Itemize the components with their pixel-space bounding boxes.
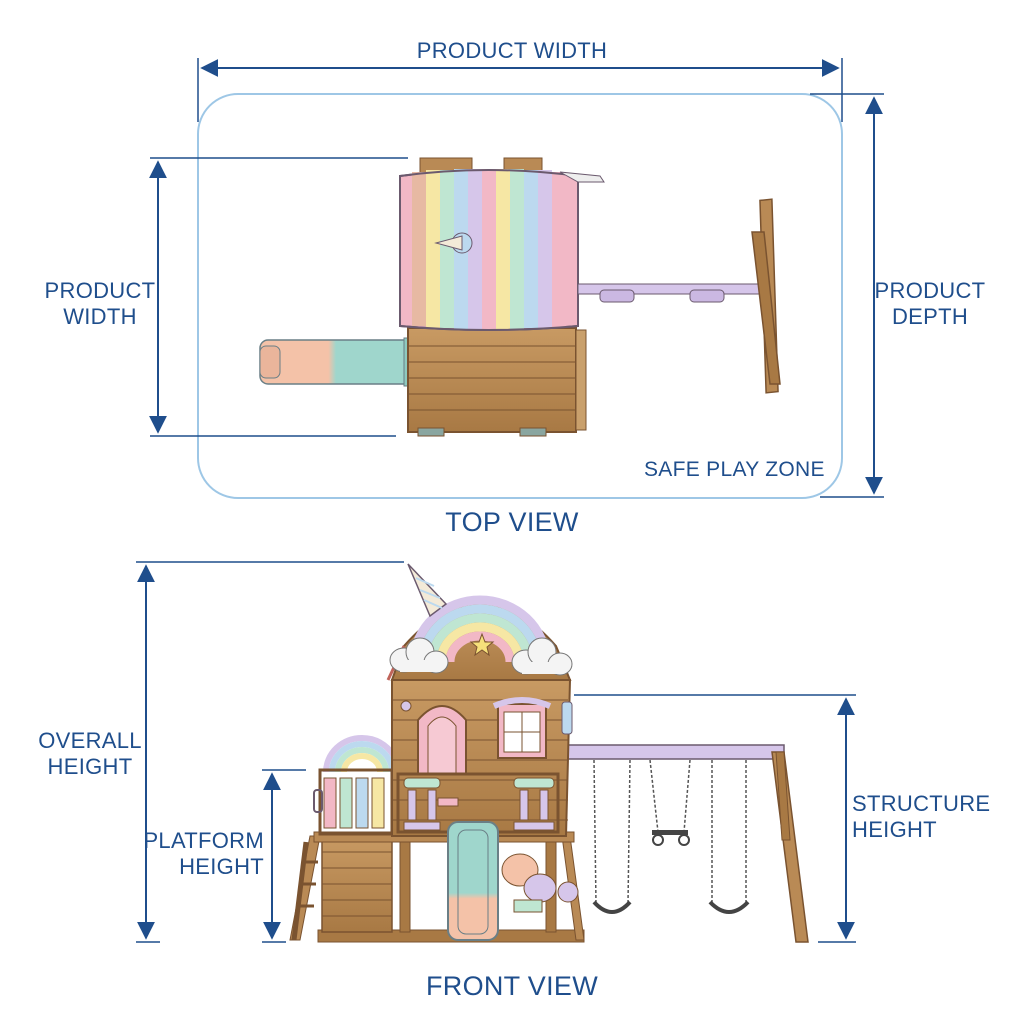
depth-dimension <box>810 93 884 498</box>
top-width-dimension <box>197 58 843 122</box>
depth-label: PRODUCT DEPTH <box>872 278 988 330</box>
top-view-title: TOP VIEW <box>445 507 579 537</box>
belt-swing-right <box>708 760 750 914</box>
cloud-icon <box>501 853 579 913</box>
swing-frame <box>565 744 809 943</box>
overall-height-dimension <box>136 561 404 943</box>
overall-height-label-line2: HEIGHT <box>47 754 133 779</box>
safe-play-zone-outline <box>197 93 843 499</box>
top-deck <box>407 327 587 437</box>
star-icon <box>469 632 495 657</box>
top-width-label: PRODUCT WIDTH <box>416 38 608 63</box>
depth-label-line1: PRODUCT <box>874 278 986 303</box>
overall-height-label-line1: OVERALL <box>38 728 142 753</box>
trapeze-bar <box>649 759 691 846</box>
top-slide <box>259 337 417 387</box>
structure-height-label: STRUCTURE HEIGHT <box>852 791 992 843</box>
top-swing-beam <box>577 198 781 394</box>
safe-play-zone-label: SAFE PLAY ZONE <box>644 458 825 481</box>
left-railing <box>318 768 394 836</box>
overall-height-label: OVERALL HEIGHT <box>30 728 150 780</box>
unicorn-horn-icon <box>434 232 473 254</box>
structure-height-dimension <box>574 694 856 943</box>
platform-height-label: PLATFORM HEIGHT <box>140 828 264 880</box>
structure-height-label-line2: HEIGHT <box>852 817 937 842</box>
front-view <box>136 561 856 943</box>
rainbow-icon <box>323 735 401 773</box>
cloud-icon <box>389 637 449 674</box>
left-width-label: PRODUCT WIDTH <box>38 278 162 330</box>
cloud-icon <box>511 637 573 676</box>
front-view-title: FRONT VIEW <box>425 971 598 1001</box>
structure-height-label-line1: STRUCTURE <box>852 791 991 816</box>
main-tower <box>386 563 573 837</box>
left-width-label-line2: WIDTH <box>63 304 137 329</box>
top-view <box>149 58 884 499</box>
left-width-dimension <box>149 157 408 437</box>
left-width-label-line1: PRODUCT <box>44 278 156 303</box>
front-slide <box>447 821 499 941</box>
platform-height-label-line1: PLATFORM <box>143 828 264 853</box>
belt-swing-left <box>592 759 632 914</box>
depth-label-line2: DEPTH <box>891 304 969 329</box>
platform-height-label-line2: HEIGHT <box>179 854 264 879</box>
platform-height-dimension <box>262 769 306 943</box>
front-ladder <box>291 789 323 941</box>
unicorn-horn-icon <box>407 563 448 618</box>
top-rainbow-roof <box>399 157 605 331</box>
